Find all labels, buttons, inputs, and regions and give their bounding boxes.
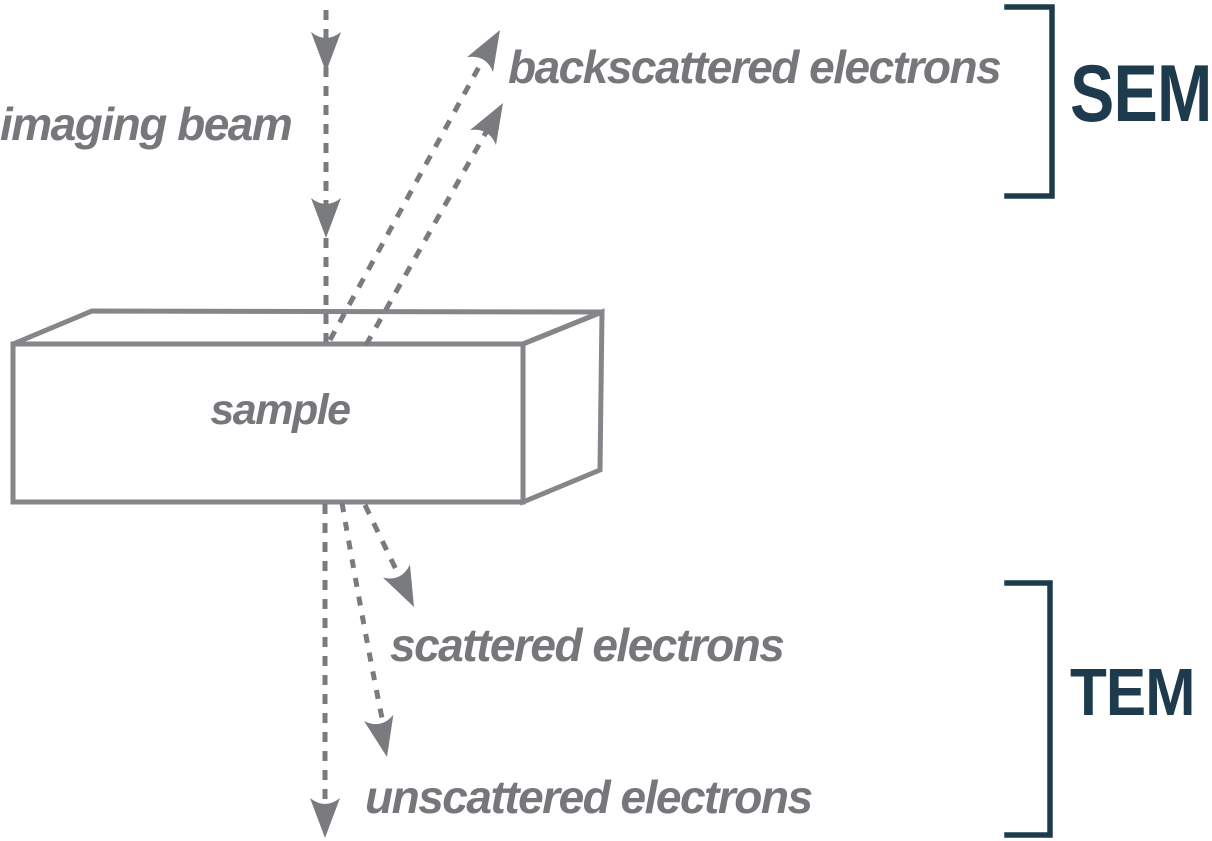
sample-box-right-face: [520, 308, 605, 506]
tem-label: TEM: [1070, 655, 1195, 730]
scattered-electrons-label: scattered electrons: [390, 619, 785, 671]
sample-label: sample: [210, 386, 351, 434]
scattered-arrowhead: [382, 564, 428, 614]
unscattered-electrons-label: unscattered electrons: [365, 771, 813, 823]
unscattered-arrowhead: [310, 798, 340, 838]
scattered-curve-arrowhead: [364, 714, 402, 761]
imaging-beam-arrowhead-1: [311, 32, 341, 72]
backscattered-line-1: [327, 52, 489, 342]
backscattered-arrowhead-2: [470, 95, 516, 146]
imaging-beam-label: imaging beam: [0, 98, 293, 150]
brackets: [1004, 4, 1055, 838]
tem-bracket: [1004, 580, 1053, 838]
sem-label: SEM: [1070, 49, 1212, 139]
backscattered-arrowhead-1: [467, 22, 513, 73]
scattered-curve-line: [339, 502, 387, 729]
electron-rays: [322, 10, 492, 800]
backscattered-electrons-label: backscattered electrons: [508, 41, 1002, 93]
scattered-line: [362, 503, 405, 584]
sample-box: [10, 308, 605, 506]
backscattered-line-2: [363, 125, 492, 347]
imaging-beam-arrowhead-2: [311, 198, 341, 238]
sample-box-front-face: [10, 341, 526, 505]
sem-bracket: [1004, 4, 1055, 199]
sample-box-top-face: [12, 308, 603, 347]
